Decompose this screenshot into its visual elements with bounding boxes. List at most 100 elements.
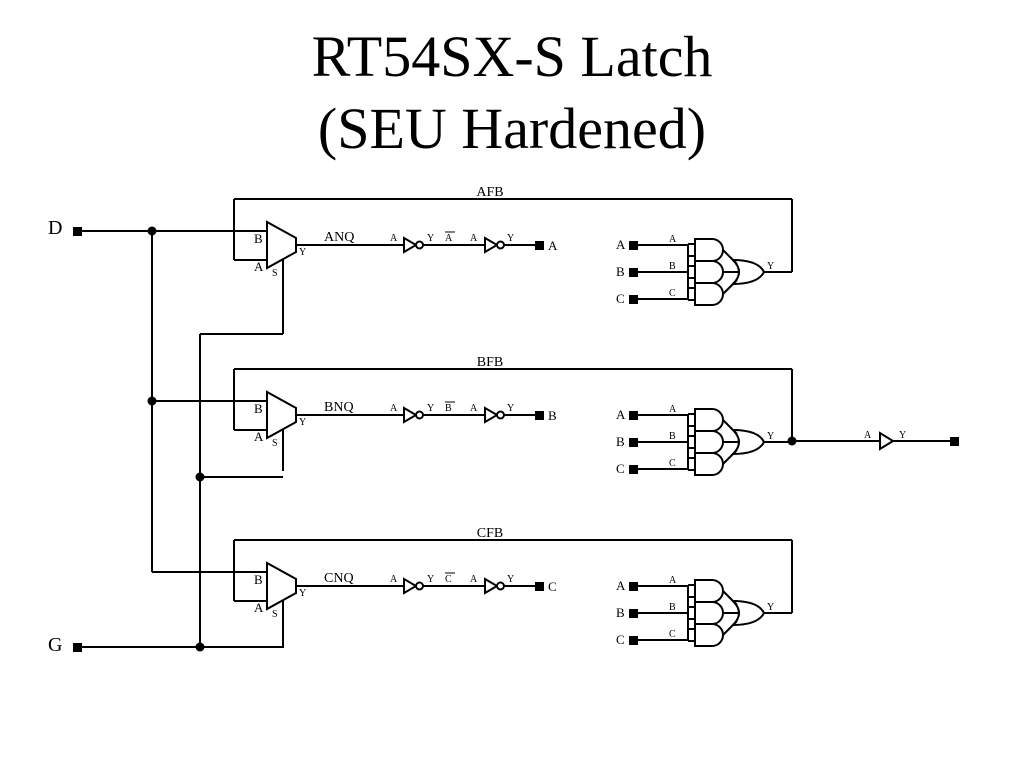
voter-input-port xyxy=(629,582,638,591)
mux-pin-y: Y xyxy=(299,247,306,258)
voter-input-label: B xyxy=(616,264,625,279)
voter-input-label: B xyxy=(616,434,625,449)
net-output-port xyxy=(535,582,544,591)
voter-input-port xyxy=(629,241,638,250)
voter-pin-label: C xyxy=(669,288,676,299)
net-output-port xyxy=(535,241,544,250)
mux-pin-s: S xyxy=(272,268,278,279)
and-gate xyxy=(694,282,724,306)
wire xyxy=(722,279,738,295)
inverter-pin-y: Y xyxy=(427,233,434,244)
inverter-bubble xyxy=(415,240,424,250)
wire xyxy=(722,449,738,465)
mux-symbol xyxy=(266,390,297,440)
inverter-bubble xyxy=(415,581,424,591)
latch-output-port xyxy=(950,437,959,446)
inverter-bubble xyxy=(496,410,505,420)
title-line-1: RT54SX-S Latch xyxy=(311,24,713,89)
mux-pin-a: A xyxy=(254,429,264,444)
inverter xyxy=(403,406,418,424)
inverter-pin-y: Y xyxy=(427,574,434,585)
voter-pin-y: Y xyxy=(767,431,774,442)
inverter xyxy=(403,236,418,254)
voter-input-port xyxy=(629,295,638,304)
and-gate xyxy=(694,623,724,647)
and-gate xyxy=(694,238,724,262)
feedback-label: AFB xyxy=(476,185,503,200)
mux-pin-b: B xyxy=(254,572,263,587)
net-output-port xyxy=(535,411,544,420)
mux-pin-a: A xyxy=(254,259,264,274)
inverter-pin-y: Y xyxy=(507,233,514,244)
voter-pin-label: A xyxy=(669,404,677,415)
and-gate xyxy=(694,408,724,432)
net-output-label: B xyxy=(548,408,557,423)
inverter xyxy=(403,577,418,595)
voter-pin-label: A xyxy=(669,575,677,586)
junction-dot xyxy=(147,226,157,236)
voter-input-port xyxy=(629,438,638,447)
voter-pin-label: B xyxy=(669,261,676,272)
and-gate xyxy=(694,579,724,603)
feedback-label: BFB xyxy=(477,355,503,370)
output-buffer-pin-a: A xyxy=(864,430,872,441)
mux-symbol xyxy=(266,220,297,270)
voter-pin-label: B xyxy=(669,431,676,442)
mux-pin-b: B xyxy=(254,231,263,246)
mux-pin-s: S xyxy=(272,438,278,449)
mux-pin-a: A xyxy=(254,600,264,615)
and-gate xyxy=(694,452,724,476)
wire xyxy=(722,590,738,606)
inverter xyxy=(484,236,499,254)
voter-input-port xyxy=(629,411,638,420)
wire xyxy=(722,249,738,265)
and-gate xyxy=(694,430,724,454)
g-input-port xyxy=(73,643,82,652)
net-output-label: C xyxy=(548,579,557,594)
mux-output-label: CNQ xyxy=(324,571,354,586)
mux-symbol xyxy=(266,561,297,611)
inverter-pin-y: Y xyxy=(427,403,434,414)
d-input-label: D xyxy=(48,217,62,239)
output-buffer xyxy=(879,431,895,451)
junction-dot xyxy=(195,472,205,482)
mux-output-label: BNQ xyxy=(324,400,354,415)
inverter-pin-y: Y xyxy=(507,574,514,585)
mux-pin-b: B xyxy=(254,401,263,416)
inverter-bubble xyxy=(496,581,505,591)
inverter-pin-a: A xyxy=(390,403,398,414)
voter-input-label: A xyxy=(616,237,626,252)
inverter-pin-y: Y xyxy=(507,403,514,414)
inverter-pin-a: A xyxy=(470,403,478,414)
voter-input-port xyxy=(629,268,638,277)
inverter-pin-a: A xyxy=(470,233,478,244)
net-output-label: A xyxy=(548,238,558,253)
voter-input-label: A xyxy=(616,578,626,593)
voter-input-label: A xyxy=(616,407,626,422)
voter-pin-y: Y xyxy=(767,602,774,613)
distribution-wires xyxy=(82,230,283,648)
wire xyxy=(722,419,738,435)
junction-dot xyxy=(147,396,157,406)
inverter-bubble xyxy=(496,240,505,250)
inverter-pin-a: A xyxy=(390,233,398,244)
and-gate xyxy=(694,260,724,284)
voter-pin-y: Y xyxy=(767,261,774,272)
mux-pin-y: Y xyxy=(299,588,306,599)
voter-pin-label: C xyxy=(669,458,676,469)
title-line-2: (SEU Hardened) xyxy=(317,96,707,161)
and-gate xyxy=(694,601,724,625)
mux-pin-y: Y xyxy=(299,417,306,428)
voter-input-label: C xyxy=(616,632,625,647)
voter-input-label: B xyxy=(616,605,625,620)
voter-input-port xyxy=(629,609,638,618)
junction-dot xyxy=(195,642,205,652)
voter-input-port xyxy=(629,465,638,474)
voter-pin-label: B xyxy=(669,602,676,613)
output-buffer-pin-y: Y xyxy=(899,430,906,441)
mux-output-label: ANQ xyxy=(324,230,354,245)
